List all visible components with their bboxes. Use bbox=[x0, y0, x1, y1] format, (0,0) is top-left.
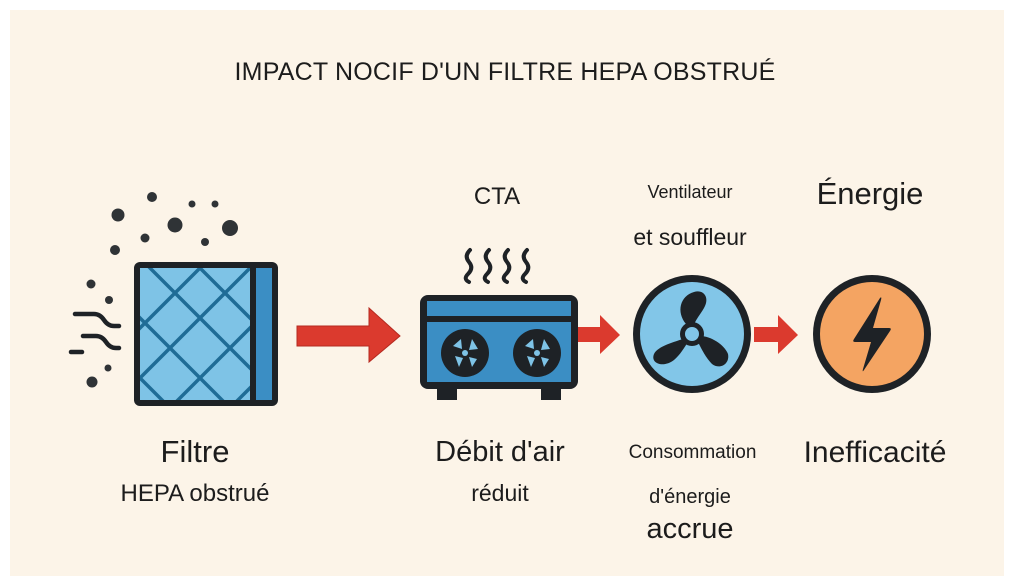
filter-label-subtitle: HEPA obstrué bbox=[120, 480, 270, 507]
air-handling-unit-icon bbox=[420, 295, 578, 400]
fan-icon bbox=[633, 275, 751, 393]
lightning-bolt-icon bbox=[813, 275, 931, 393]
arrow-fan-to-energy-icon bbox=[754, 315, 798, 354]
cta-label-title: Débit d'air bbox=[435, 436, 565, 468]
cta-top-label: CTA bbox=[473, 183, 521, 210]
arrow-filter-to-cta-icon bbox=[296, 306, 401, 364]
cta-label-subtitle: réduit bbox=[471, 480, 529, 506]
fan-label-line3: accrue bbox=[646, 513, 734, 545]
fan-top-label-line2: et souffleur bbox=[633, 224, 747, 250]
cta-fan-left bbox=[441, 329, 489, 377]
hepa-filter-icon bbox=[134, 262, 278, 406]
energy-top-label: Énergie bbox=[816, 176, 924, 211]
arrow-cta-to-fan-icon bbox=[578, 315, 620, 354]
diagram-title: IMPACT NOCIF D'UN FILTRE HEPA OBSTRUÉ bbox=[234, 58, 776, 86]
filter-label-title: Filtre bbox=[160, 434, 230, 469]
energy-label: Inefficacité bbox=[803, 436, 947, 469]
fan-label-line1: Consommation bbox=[628, 442, 757, 463]
cta-fan-right bbox=[513, 329, 561, 377]
dust-particles-icon bbox=[68, 192, 238, 388]
fan-top-label-line1: Ventilateur bbox=[647, 182, 733, 202]
fan-label-line2: d'énergie bbox=[649, 486, 731, 508]
heat-waves-icon bbox=[463, 248, 531, 284]
